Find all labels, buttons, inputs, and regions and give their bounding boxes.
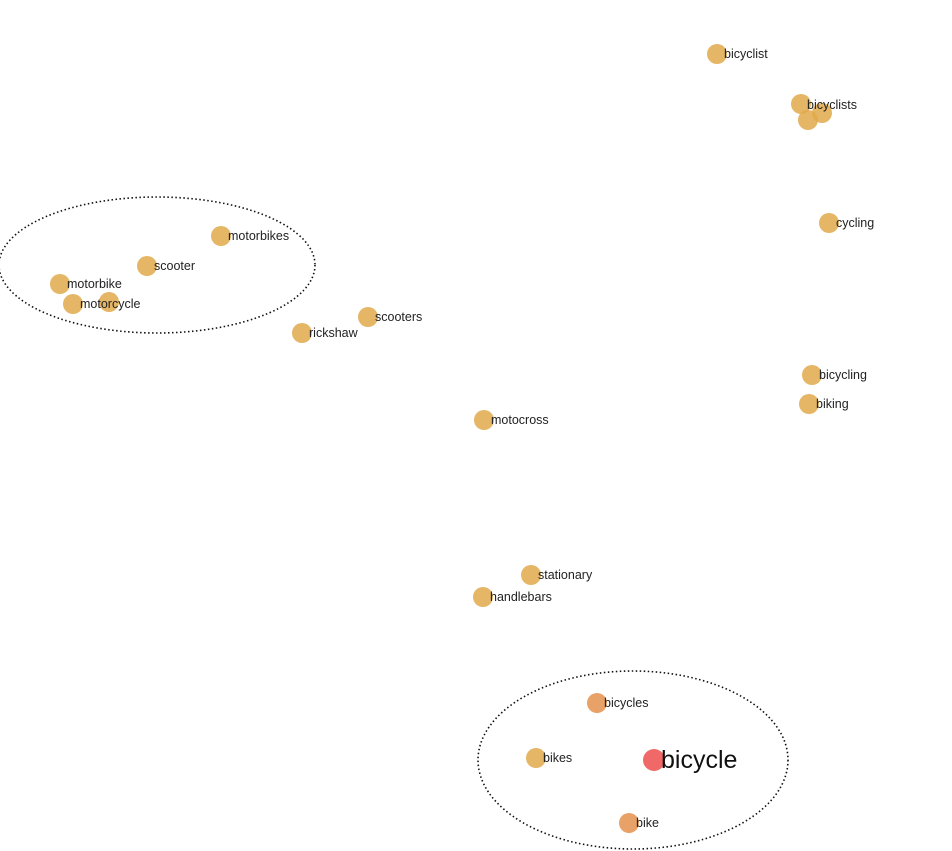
- word-point-scooters[interactable]: scooters: [358, 307, 422, 327]
- point-marker: [798, 110, 818, 130]
- word-label: rickshaw: [309, 326, 359, 340]
- word-label: cycling: [836, 216, 874, 230]
- word-point-bicyclists[interactable]: bicyclists: [791, 94, 857, 130]
- point-marker: [819, 213, 839, 233]
- word-point-bike[interactable]: bike: [619, 813, 659, 833]
- word-label: motocross: [491, 413, 549, 427]
- point-marker: [358, 307, 378, 327]
- word-point-scooter[interactable]: scooter: [137, 256, 195, 276]
- word-point-motorcycle[interactable]: motorcycle: [63, 292, 140, 314]
- word-label: handlebars: [490, 590, 552, 604]
- word-point-handlebars[interactable]: handlebars: [473, 587, 552, 607]
- focus-word-label: bicycle: [661, 746, 737, 774]
- point-marker: [137, 256, 157, 276]
- point-marker: [292, 323, 312, 343]
- point-marker: [99, 292, 119, 312]
- word-label: bicycles: [604, 696, 648, 710]
- point-marker: [63, 294, 83, 314]
- word-point-bicyclist[interactable]: bicyclist: [707, 44, 768, 64]
- word-point-motocross[interactable]: motocross: [474, 410, 549, 430]
- point-marker: [50, 274, 70, 294]
- word-label: motorbike: [67, 277, 122, 291]
- word-label: bicyclists: [807, 98, 857, 112]
- point-marker: [619, 813, 639, 833]
- point-marker: [473, 587, 493, 607]
- point-marker: [474, 410, 494, 430]
- word-point-rickshaw[interactable]: rickshaw: [292, 323, 359, 343]
- word-point-cycling[interactable]: cycling: [819, 213, 874, 233]
- point-marker: [791, 94, 811, 114]
- word-label: motorbikes: [228, 229, 289, 243]
- word-point-motorbikes[interactable]: motorbikes: [211, 226, 289, 246]
- word-point-motorbike[interactable]: motorbike: [50, 274, 122, 294]
- word-label: stationary: [538, 568, 593, 582]
- word-label: biking: [816, 397, 849, 411]
- point-marker: [211, 226, 231, 246]
- word-label: bike: [636, 816, 659, 830]
- point-marker: [799, 394, 819, 414]
- word-point-stationary[interactable]: stationary: [521, 565, 593, 585]
- point-marker: [802, 365, 822, 385]
- point-marker: [707, 44, 727, 64]
- word-label: scooters: [375, 310, 422, 324]
- word-point-bikes[interactable]: bikes: [526, 748, 572, 768]
- point-marker: [587, 693, 607, 713]
- motor-vehicles-cluster-outline: [0, 196, 316, 334]
- word-label: bicycling: [819, 368, 867, 382]
- bicycle-cluster-outline: [477, 670, 789, 850]
- word-label: bicyclist: [724, 47, 768, 61]
- word-label: scooter: [154, 259, 195, 273]
- word-point-biking[interactable]: biking: [799, 394, 849, 414]
- word-point-bicycling[interactable]: bicycling: [802, 365, 867, 385]
- point-marker: [526, 748, 546, 768]
- word-label: bikes: [543, 751, 572, 765]
- word-label: motorcycle: [80, 297, 140, 311]
- focus-point-marker: [643, 749, 665, 771]
- point-marker: [521, 565, 541, 585]
- word-point-bicycle-focus[interactable]: bicycle: [643, 746, 737, 774]
- word-point-bicycles[interactable]: bicycles: [587, 693, 648, 713]
